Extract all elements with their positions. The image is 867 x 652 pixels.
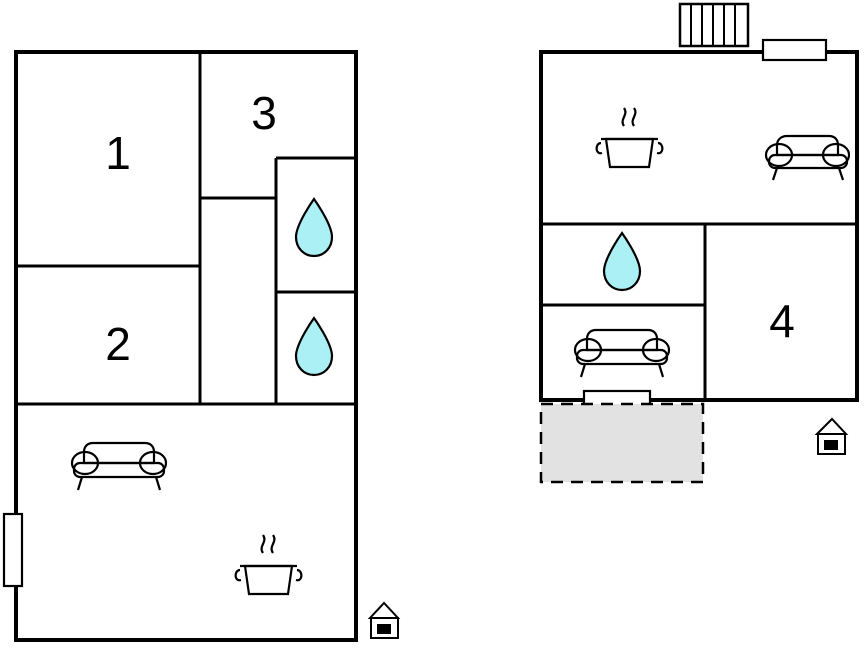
stove-pot-icon: [595, 107, 664, 169]
right-outer-wall: [539, 50, 859, 402]
right-floor-plan: 4: [539, 2, 859, 484]
left-outer-wall: [14, 50, 358, 642]
terrace-area: [539, 402, 705, 484]
room-label-2: 2: [105, 318, 131, 370]
sofa-icon: [573, 328, 671, 378]
water-drop-icon: [294, 316, 334, 377]
stairs-icon: [678, 2, 750, 48]
room-label-4: 4: [769, 295, 795, 347]
entrance-door-icon: [367, 601, 401, 639]
room-label-3: 3: [251, 87, 277, 139]
sofa-icon: [70, 441, 168, 491]
room-label-1: 1: [105, 127, 131, 179]
left-floor-plan: 1 2 3: [2, 50, 401, 642]
stove-pot-icon: [234, 534, 303, 596]
water-drop-icon: [602, 231, 642, 292]
radiator-icon: [2, 512, 24, 588]
sofa-icon: [764, 134, 851, 181]
entrance-door-icon: [814, 417, 849, 455]
radiator-icon: [761, 38, 828, 62]
water-drop-icon: [294, 197, 334, 258]
